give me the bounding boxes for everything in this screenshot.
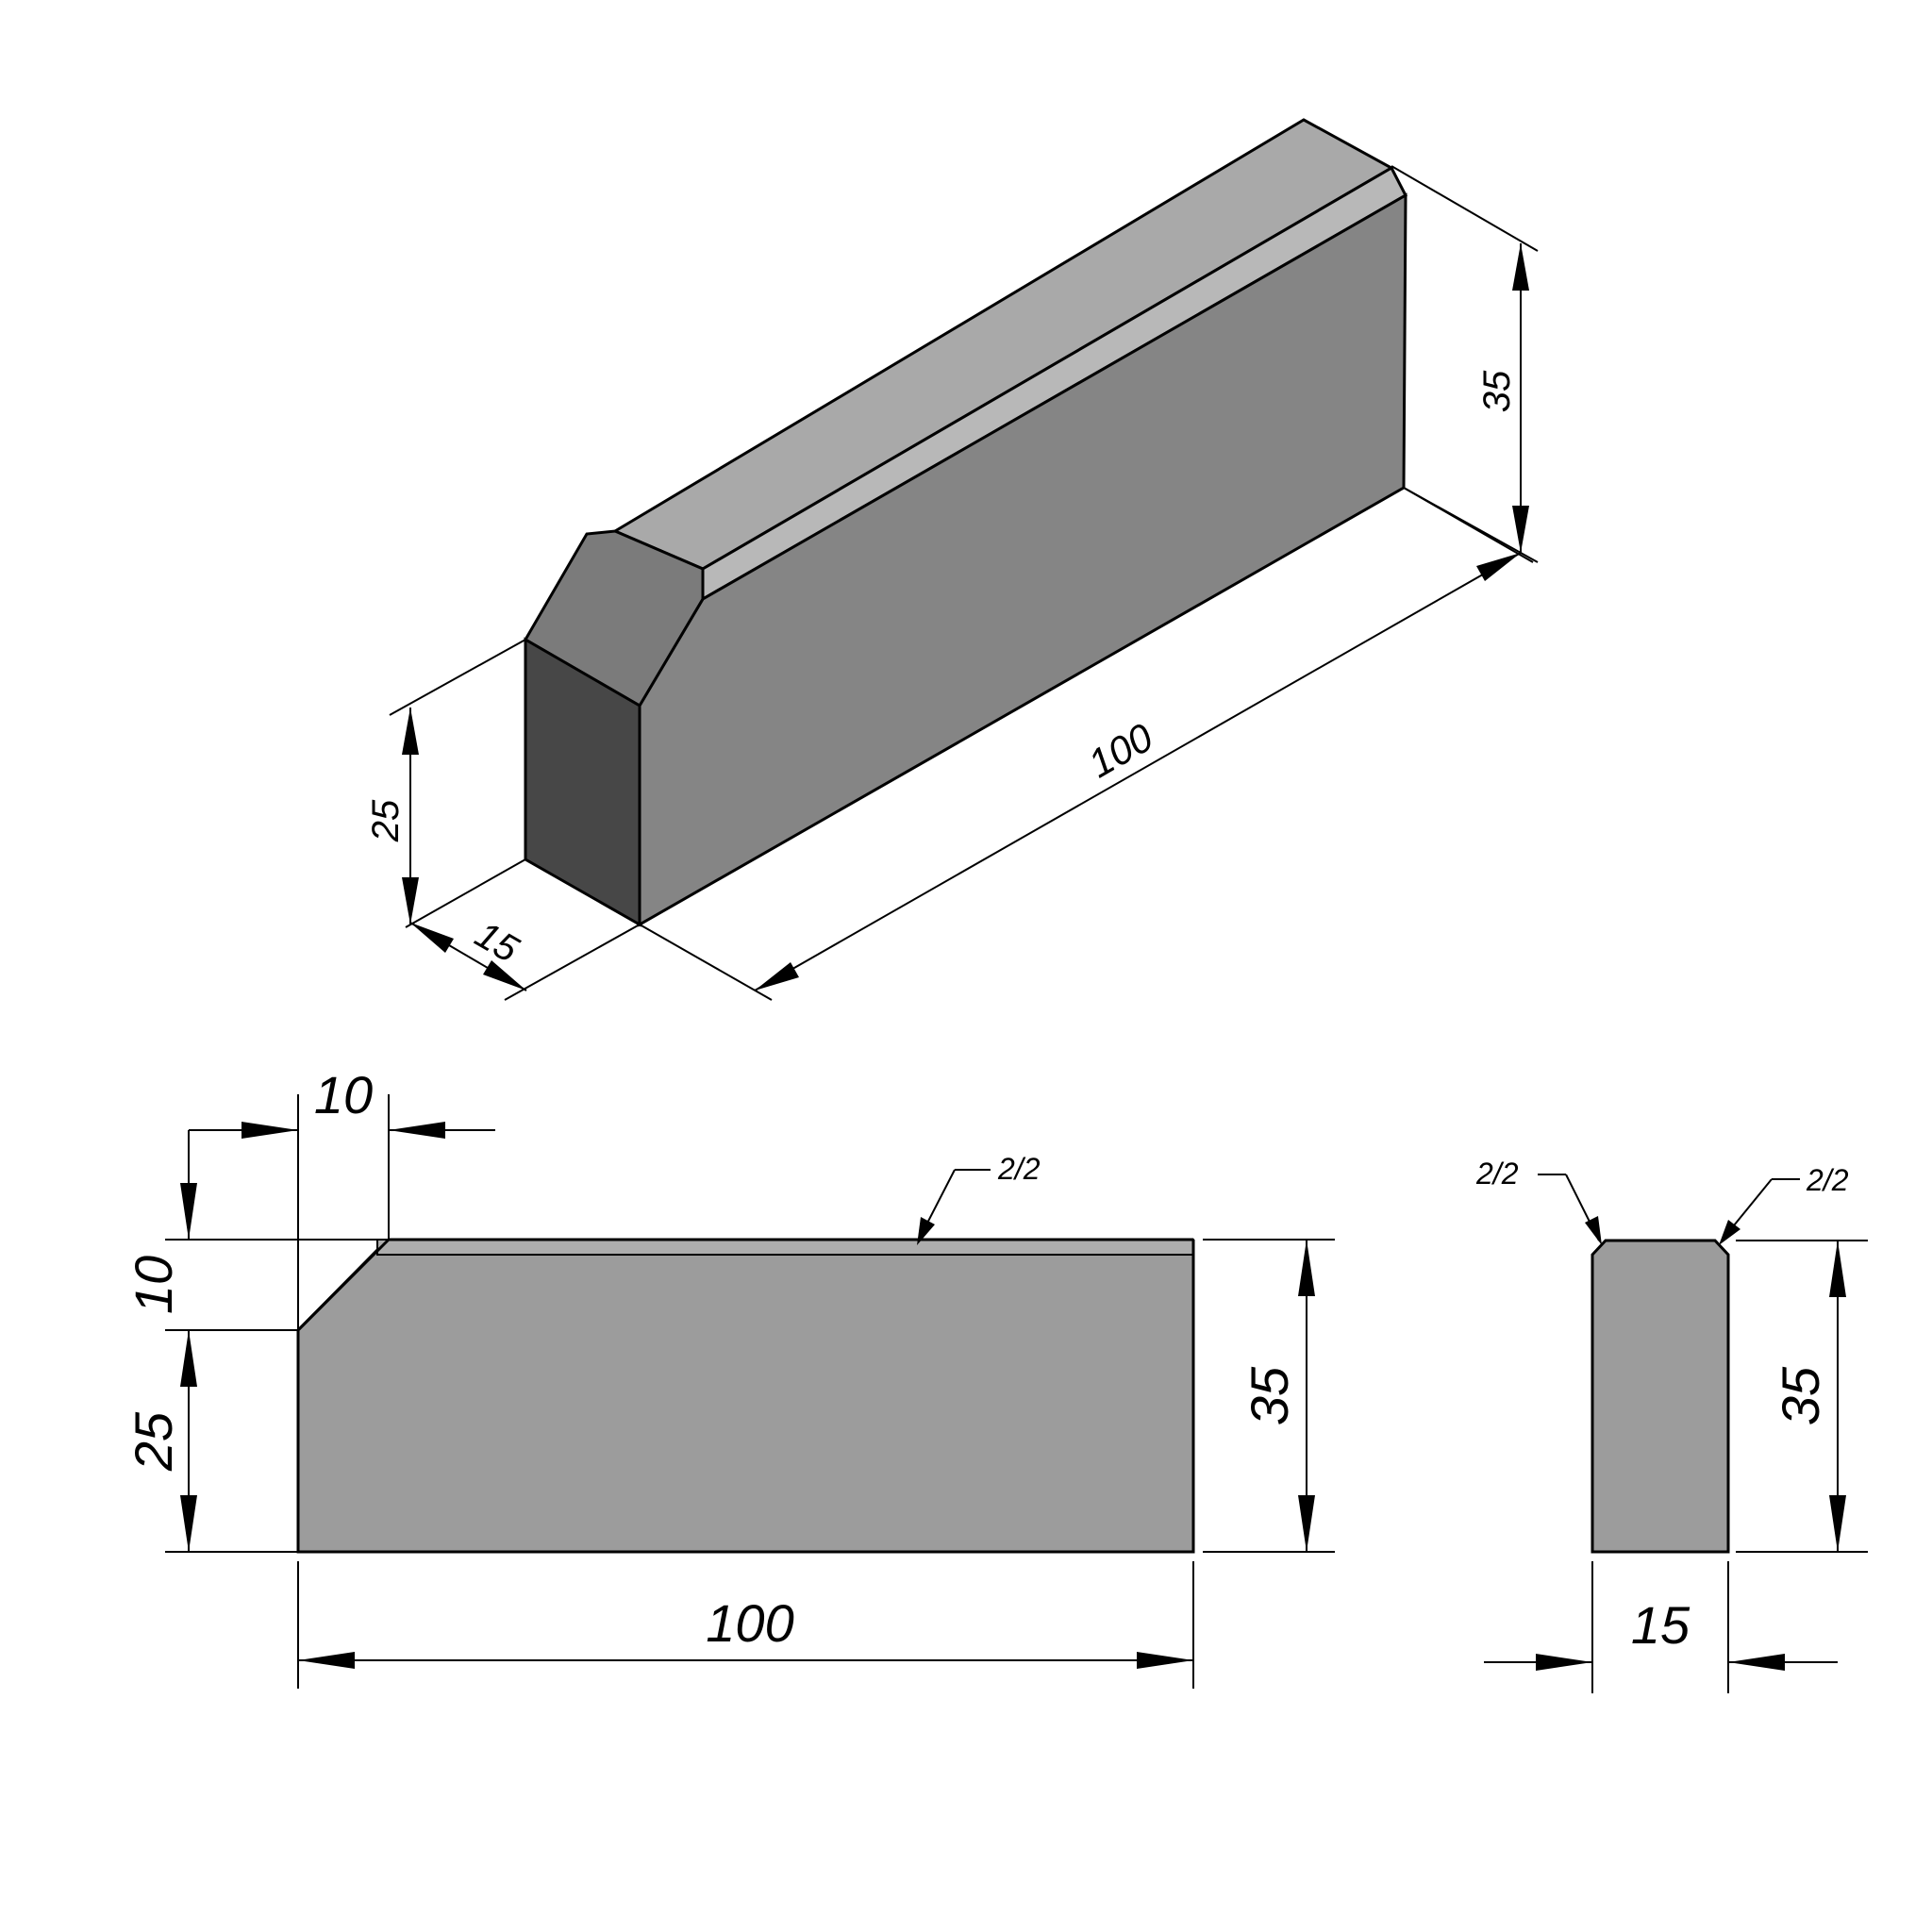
arrowhead (1829, 1495, 1846, 1552)
arrowhead (1585, 1216, 1602, 1245)
front-elevation: 10 10 25 35 100 2/2 (124, 1065, 1335, 1689)
front-chamfer-edge (296, 1238, 391, 1332)
front-dim-100: 100 (706, 1593, 793, 1653)
arrowhead (242, 1122, 298, 1139)
arrowhead (180, 1183, 197, 1240)
arrowhead (1298, 1240, 1315, 1296)
arrowhead (1719, 1220, 1740, 1245)
iso-dim-line-100 (754, 552, 1522, 991)
iso-dim-100: 100 (1081, 714, 1161, 786)
arrowhead (298, 1652, 355, 1669)
arrowhead (1829, 1241, 1846, 1297)
arrowhead (180, 1330, 197, 1387)
isometric-view: 35 25 15 100 (365, 118, 1539, 1001)
arrowhead (180, 1495, 197, 1552)
arrowhead (483, 960, 526, 991)
arrowhead (1512, 243, 1529, 291)
front-dim-10v: 10 (124, 1256, 183, 1314)
iso-dim-35: 35 (1476, 370, 1518, 412)
arrowhead (389, 1122, 445, 1139)
arrowhead (402, 708, 419, 755)
iso-ext-line (389, 639, 526, 716)
front-bevel-note: 2/2 (997, 1152, 1041, 1186)
arrowhead (1298, 1495, 1315, 1552)
iso-ext-line (504, 924, 641, 1001)
arrowhead (755, 962, 799, 991)
arrowhead (410, 923, 454, 953)
arrowhead (917, 1217, 935, 1245)
front-dim-10h: 10 (314, 1065, 373, 1124)
end-dim-35: 35 (1771, 1366, 1830, 1425)
iso-dim-25: 25 (365, 799, 407, 842)
arrowhead (1137, 1652, 1193, 1669)
front-bevel-strip (376, 1239, 1194, 1256)
arrowhead (1728, 1654, 1785, 1671)
arrowhead (402, 877, 419, 924)
arrowhead (1512, 506, 1529, 553)
iso-ext-line (1391, 165, 1539, 252)
end-elevation: 35 15 2/2 2/2 (1475, 1157, 1868, 1693)
end-dim-15: 15 (1631, 1595, 1690, 1655)
iso-ext-line (405, 858, 526, 928)
front-dim-35: 35 (1240, 1366, 1299, 1425)
end-bevel-note-left: 2/2 (1475, 1157, 1519, 1191)
front-dim-25: 25 (124, 1411, 183, 1472)
front-body (296, 1248, 1195, 1554)
end-bevel-note-right: 2/2 (1806, 1163, 1849, 1197)
iso-ext-line (639, 924, 773, 1001)
end-body (1591, 1239, 1730, 1554)
arrowhead (1536, 1654, 1592, 1671)
arrowhead (1476, 553, 1521, 581)
iso-ext-line (1403, 487, 1534, 563)
